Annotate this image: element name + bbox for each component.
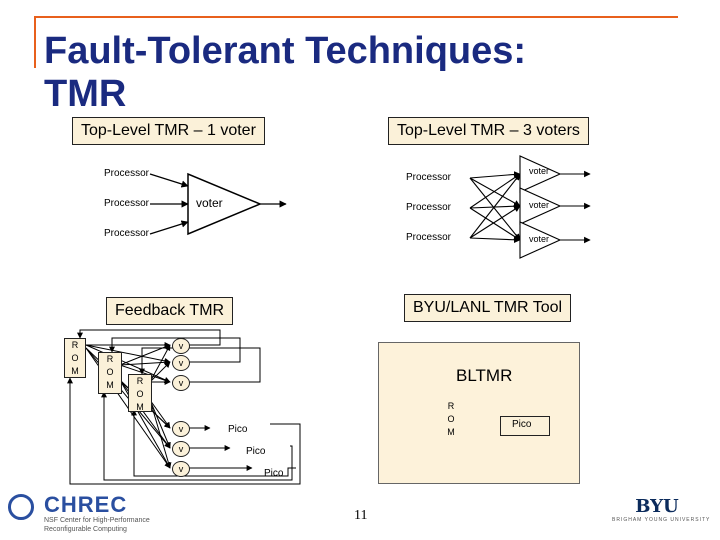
voter-label: voter [529, 234, 550, 244]
voter-node: v [172, 375, 190, 391]
page-title: Fault-Tolerant Techniques: [44, 30, 527, 72]
pico-label: Pico [228, 424, 248, 435]
byu-logo-subtitle: BRIGHAM YOUNG UNIVERSITY [612, 517, 711, 523]
voter-node: v [172, 338, 190, 354]
header-one-voter: Top-Level TMR – 1 voter [72, 117, 265, 145]
processor-label: Processor [104, 168, 150, 179]
header-three-voters: Top-Level TMR – 3 voters [388, 117, 589, 145]
title-accent-bar [34, 16, 36, 68]
pico-label: Pico [246, 446, 266, 457]
byu-logo-mark: BYU [635, 496, 679, 517]
processor-label: Processor [104, 198, 150, 209]
processor-label: Processor [104, 228, 150, 239]
three-voters-diagram [469, 155, 591, 259]
header-feedback-tmr: Feedback TMR [106, 297, 234, 325]
processor-label: Processor [406, 202, 452, 213]
page-number: 11 [354, 508, 368, 523]
processor-label: Processor [406, 172, 452, 183]
byu-logo: BYU BRIGHAM YOUNG UNIVERSITY [612, 496, 711, 532]
chrec-logo-name: CHREC [44, 492, 128, 517]
page-title-line2: TMR [44, 73, 127, 115]
voter-node: v [172, 355, 190, 371]
bltmr-panel [378, 342, 580, 484]
processor-1-wire [149, 173, 189, 188]
voter-label: voter [196, 196, 223, 210]
voter-label: voter [529, 166, 550, 176]
voter-node: v [172, 461, 190, 477]
bltmr-label: BLTMR [456, 366, 513, 385]
processor-label: Processor [406, 232, 452, 243]
pico-box [500, 416, 550, 436]
pico-label: Pico [512, 419, 532, 430]
header-bltmr-tool: BYU/LANL TMR Tool [404, 294, 572, 322]
voter-node: v [172, 421, 190, 437]
voter-label: voter [529, 200, 550, 210]
one-voter-diagram [149, 172, 287, 236]
processor-3-wire [149, 220, 189, 235]
chrec-logo-icon [8, 494, 34, 520]
title-accent-line [34, 16, 678, 18]
voter-node: v [172, 441, 190, 457]
pico-label: Pico [264, 468, 284, 479]
